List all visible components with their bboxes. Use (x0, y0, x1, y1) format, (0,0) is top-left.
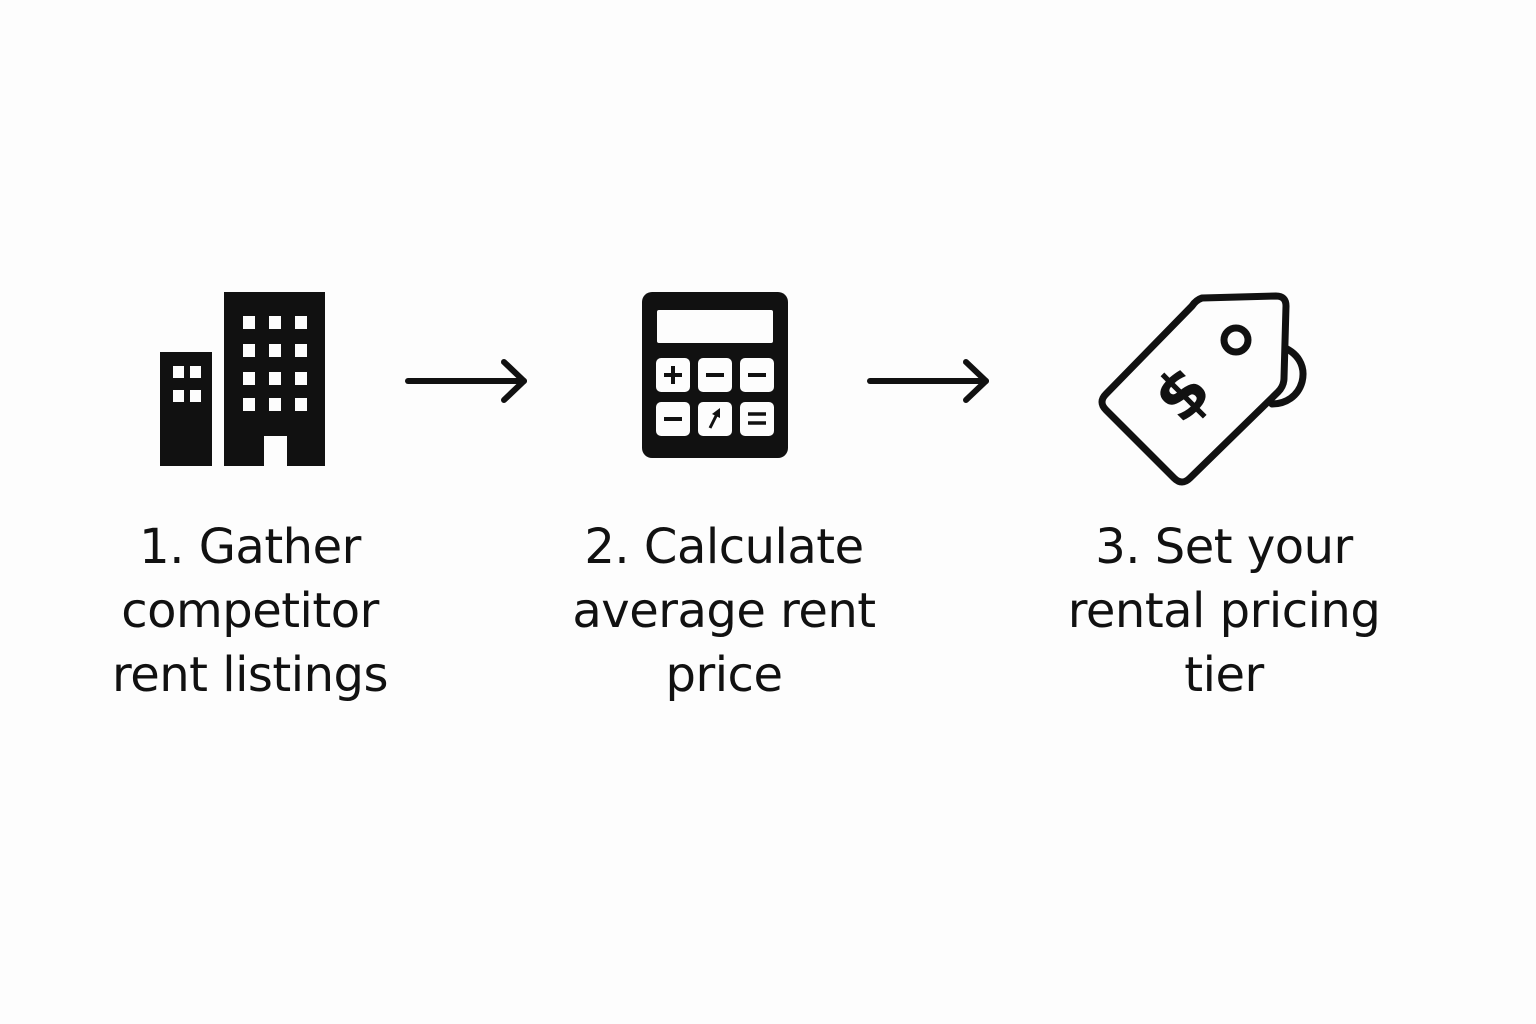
arrow-right-icon (866, 356, 994, 406)
arrow-right-icon (404, 356, 532, 406)
step-3-label: 3. Set your rental pricing tier (1067, 519, 1381, 703)
buildings-icon (156, 290, 328, 468)
step-1-label: 1. Gather competitor rent listings (112, 519, 388, 703)
step-2-label: 2. Calculate average rent price (572, 519, 876, 703)
price-tag-icon: $ (1094, 290, 1308, 488)
calculator-icon (640, 290, 790, 460)
